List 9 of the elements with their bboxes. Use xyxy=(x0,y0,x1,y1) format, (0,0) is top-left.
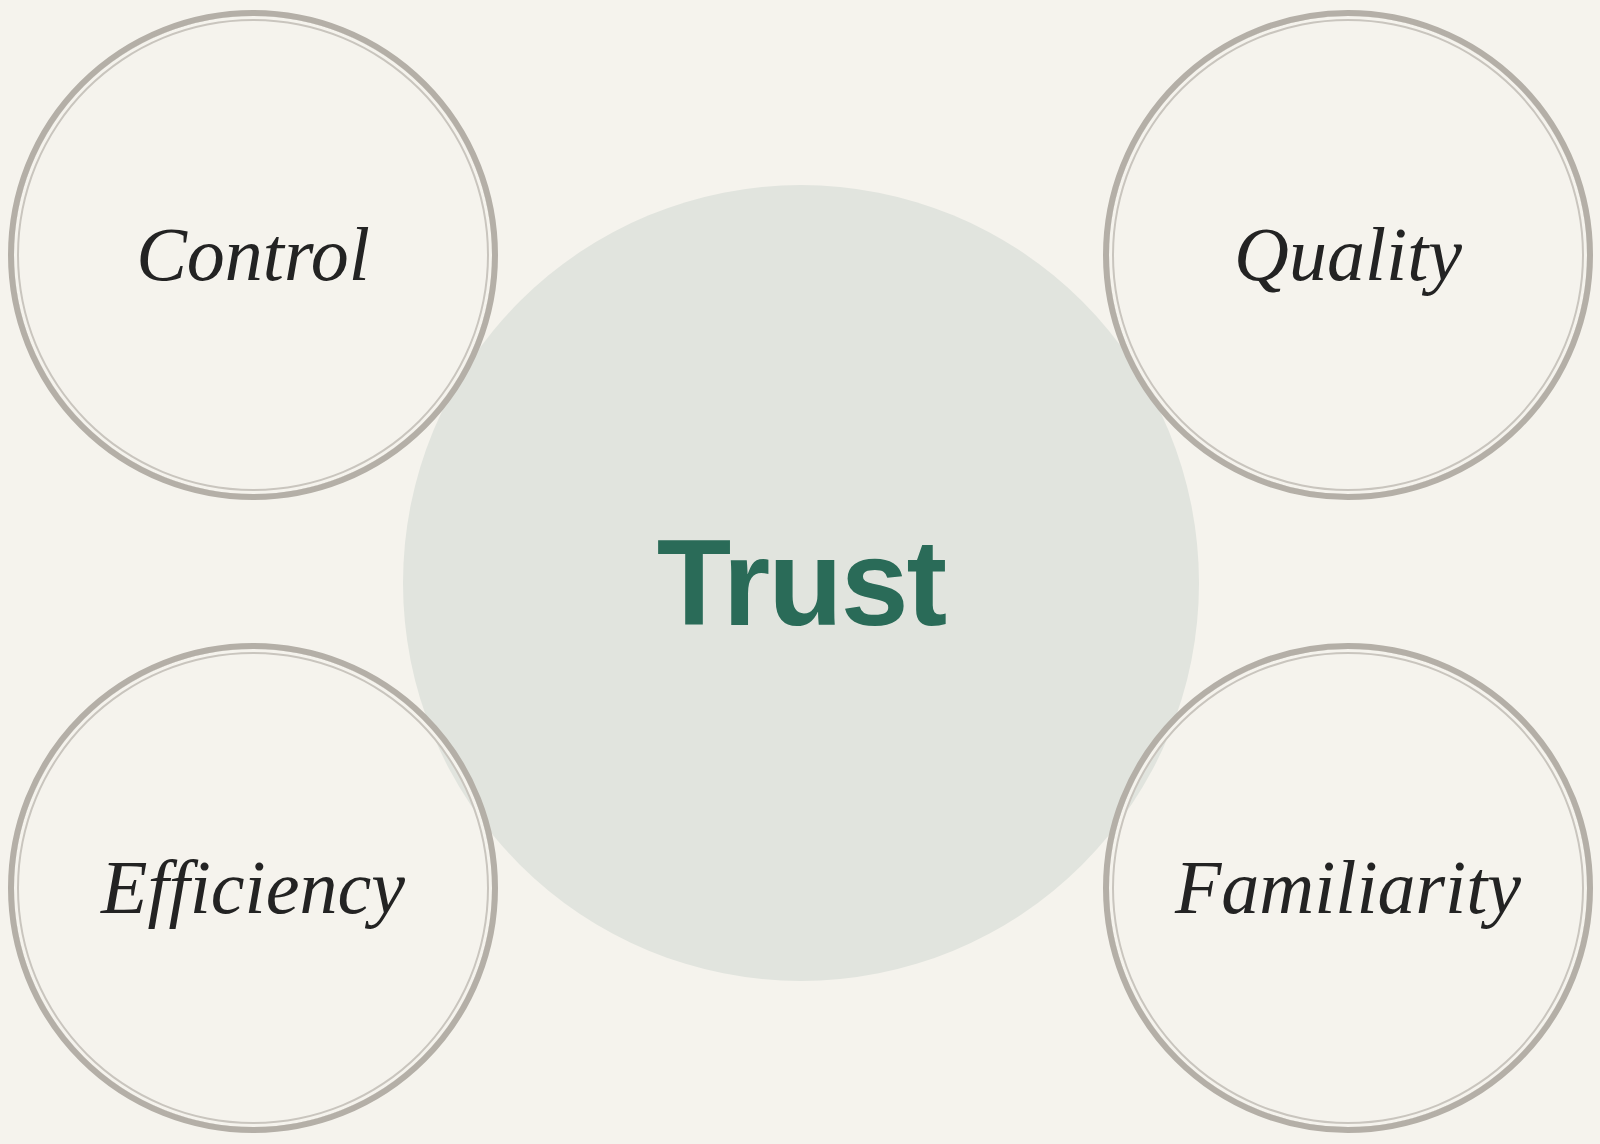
node-label: Quality xyxy=(1234,211,1462,299)
circle-node xyxy=(8,643,498,1133)
circle-node xyxy=(1103,643,1593,1133)
node-label: Trust xyxy=(656,515,946,651)
node-label: Control xyxy=(136,211,370,299)
node-label: Efficiency xyxy=(101,844,405,932)
circle-node xyxy=(8,10,498,500)
node-label: Familiarity xyxy=(1174,844,1522,932)
circle-node xyxy=(1103,10,1593,500)
